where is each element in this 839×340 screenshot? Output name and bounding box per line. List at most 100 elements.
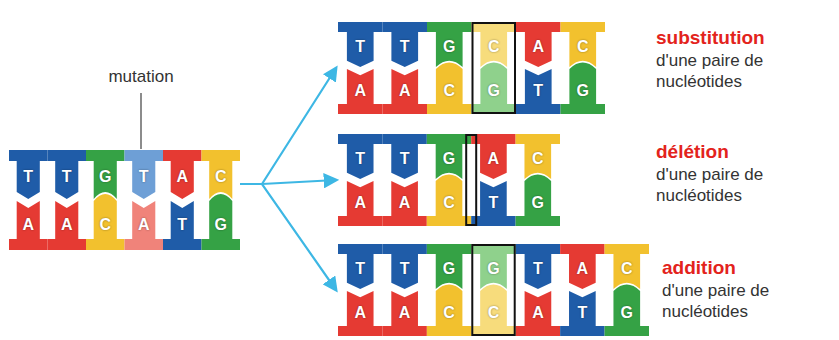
mutation-type: substitution (656, 26, 765, 49)
base-letter-holder: C (437, 81, 461, 101)
mutation-description: d'une paire de nucléotides (662, 280, 794, 322)
base-letter-holder: G (482, 259, 506, 279)
nucleotide-top (202, 150, 241, 199)
nucleotide-top (471, 244, 515, 289)
mutation-frame (473, 23, 516, 113)
label-holder: substitution (656, 26, 765, 49)
base-letter-holder: T (170, 215, 194, 235)
label-holder: mutation (108, 66, 173, 87)
base-letter-holder: T (481, 193, 505, 213)
nucleotide-bottom (471, 284, 515, 336)
base-letter-holder: T (348, 259, 372, 279)
base-letter: G (443, 150, 455, 167)
base-letter-holder: C (571, 37, 595, 57)
nucleotide-top (427, 134, 471, 179)
dna-fragment: TTGCACAACGTG (338, 22, 605, 114)
nucleotide-top (338, 22, 383, 67)
nucleotide-bottom (338, 69, 383, 114)
base-letter-holder: T (526, 81, 550, 101)
base-letter-holder: A (526, 37, 550, 57)
base-letter-holder: G (437, 259, 461, 279)
dna-fragment: TTGACAACTG (338, 134, 560, 226)
nucleotide-top (427, 244, 471, 289)
base-letter-holder: A (348, 303, 372, 323)
nucleotide-bottom (9, 201, 48, 250)
nucleotide-top (516, 22, 561, 67)
nucleotide-bottom (560, 291, 604, 336)
base-letter: G (487, 260, 499, 277)
base-letter: T (577, 304, 587, 321)
nucleotide-bottom (338, 181, 382, 226)
nucleotide-top (338, 244, 382, 289)
base-letter-holder: A (16, 215, 40, 235)
base-letter: C (215, 168, 227, 185)
nucleotide-top (472, 22, 517, 67)
nucleotide-bottom (86, 194, 125, 250)
base-letter: T (355, 260, 365, 277)
base-letter: C (443, 194, 455, 211)
mutation-frame (466, 135, 476, 225)
nucleotide-top (163, 150, 202, 199)
leader-line (140, 93, 142, 149)
base-letter-holder: A (170, 167, 194, 187)
label-holder: d'une paire de nucléotides (656, 50, 788, 92)
nucleotide-top (427, 22, 472, 67)
base-letter: A (577, 260, 589, 277)
base-letter-holder: G (571, 81, 595, 101)
base-letter-holder: T (393, 259, 417, 279)
nucleotide-bottom (382, 291, 426, 336)
base-letter: G (215, 216, 227, 233)
base-letter-holder: T (132, 167, 156, 187)
base-letter: T (177, 216, 187, 233)
nucleotide-top (338, 134, 382, 179)
base-letter: A (399, 304, 411, 321)
mutation-label: mutation (108, 66, 173, 87)
base-letter: G (577, 82, 589, 99)
nucleotide-bottom (383, 69, 428, 114)
base-letter-holder: A (393, 193, 417, 213)
base-letter-holder: C (93, 215, 117, 235)
base-letter-holder: A (55, 215, 79, 235)
nucleotide-bottom (516, 69, 561, 114)
nucleotide-top (471, 134, 515, 179)
mutation-arrow (240, 68, 336, 184)
nucleotide-top (9, 150, 48, 199)
base-letter: A (399, 82, 411, 99)
base-letter: C (443, 304, 455, 321)
nucleotide-top (383, 22, 428, 67)
base-letter-holder: T (393, 37, 417, 57)
base-letter-holder: T (526, 259, 550, 279)
base-letter-holder: T (55, 167, 79, 187)
base-letter: A (354, 82, 366, 99)
base-letter-holder: T (348, 37, 372, 57)
nucleotide-bottom (516, 291, 560, 336)
base-letter: T (355, 38, 365, 55)
base-letter-holder: A (526, 303, 550, 323)
base-letter: T (533, 260, 543, 277)
base-letter-holder: C (437, 303, 461, 323)
base-letter-holder: A (393, 303, 417, 323)
nucleotide-bottom (471, 181, 515, 226)
nucleotide-bottom (427, 62, 472, 114)
base-letter: A (354, 304, 366, 321)
base-letter: A (488, 150, 500, 167)
nucleotide-top (382, 244, 426, 289)
nucleotide-bottom (561, 62, 606, 114)
base-letter: A (532, 304, 544, 321)
base-letter-holder: T (570, 303, 594, 323)
base-letter: A (176, 168, 188, 185)
label-holder: d'une paire de nucléotides (656, 164, 788, 206)
base-letter: C (532, 150, 544, 167)
nucleotide-bottom (382, 181, 426, 226)
mutation-type: délétion (656, 140, 729, 163)
nucleotide-top (48, 150, 87, 199)
nucleotide-top (382, 134, 426, 179)
base-letter-holder: A (570, 259, 594, 279)
base-letter-holder: C (615, 259, 639, 279)
base-letter: T (489, 194, 499, 211)
base-letter-holder: G (482, 81, 506, 101)
base-letter: C (621, 260, 633, 277)
nucleotide-top (605, 244, 649, 289)
nucleotide-bottom (427, 174, 471, 226)
